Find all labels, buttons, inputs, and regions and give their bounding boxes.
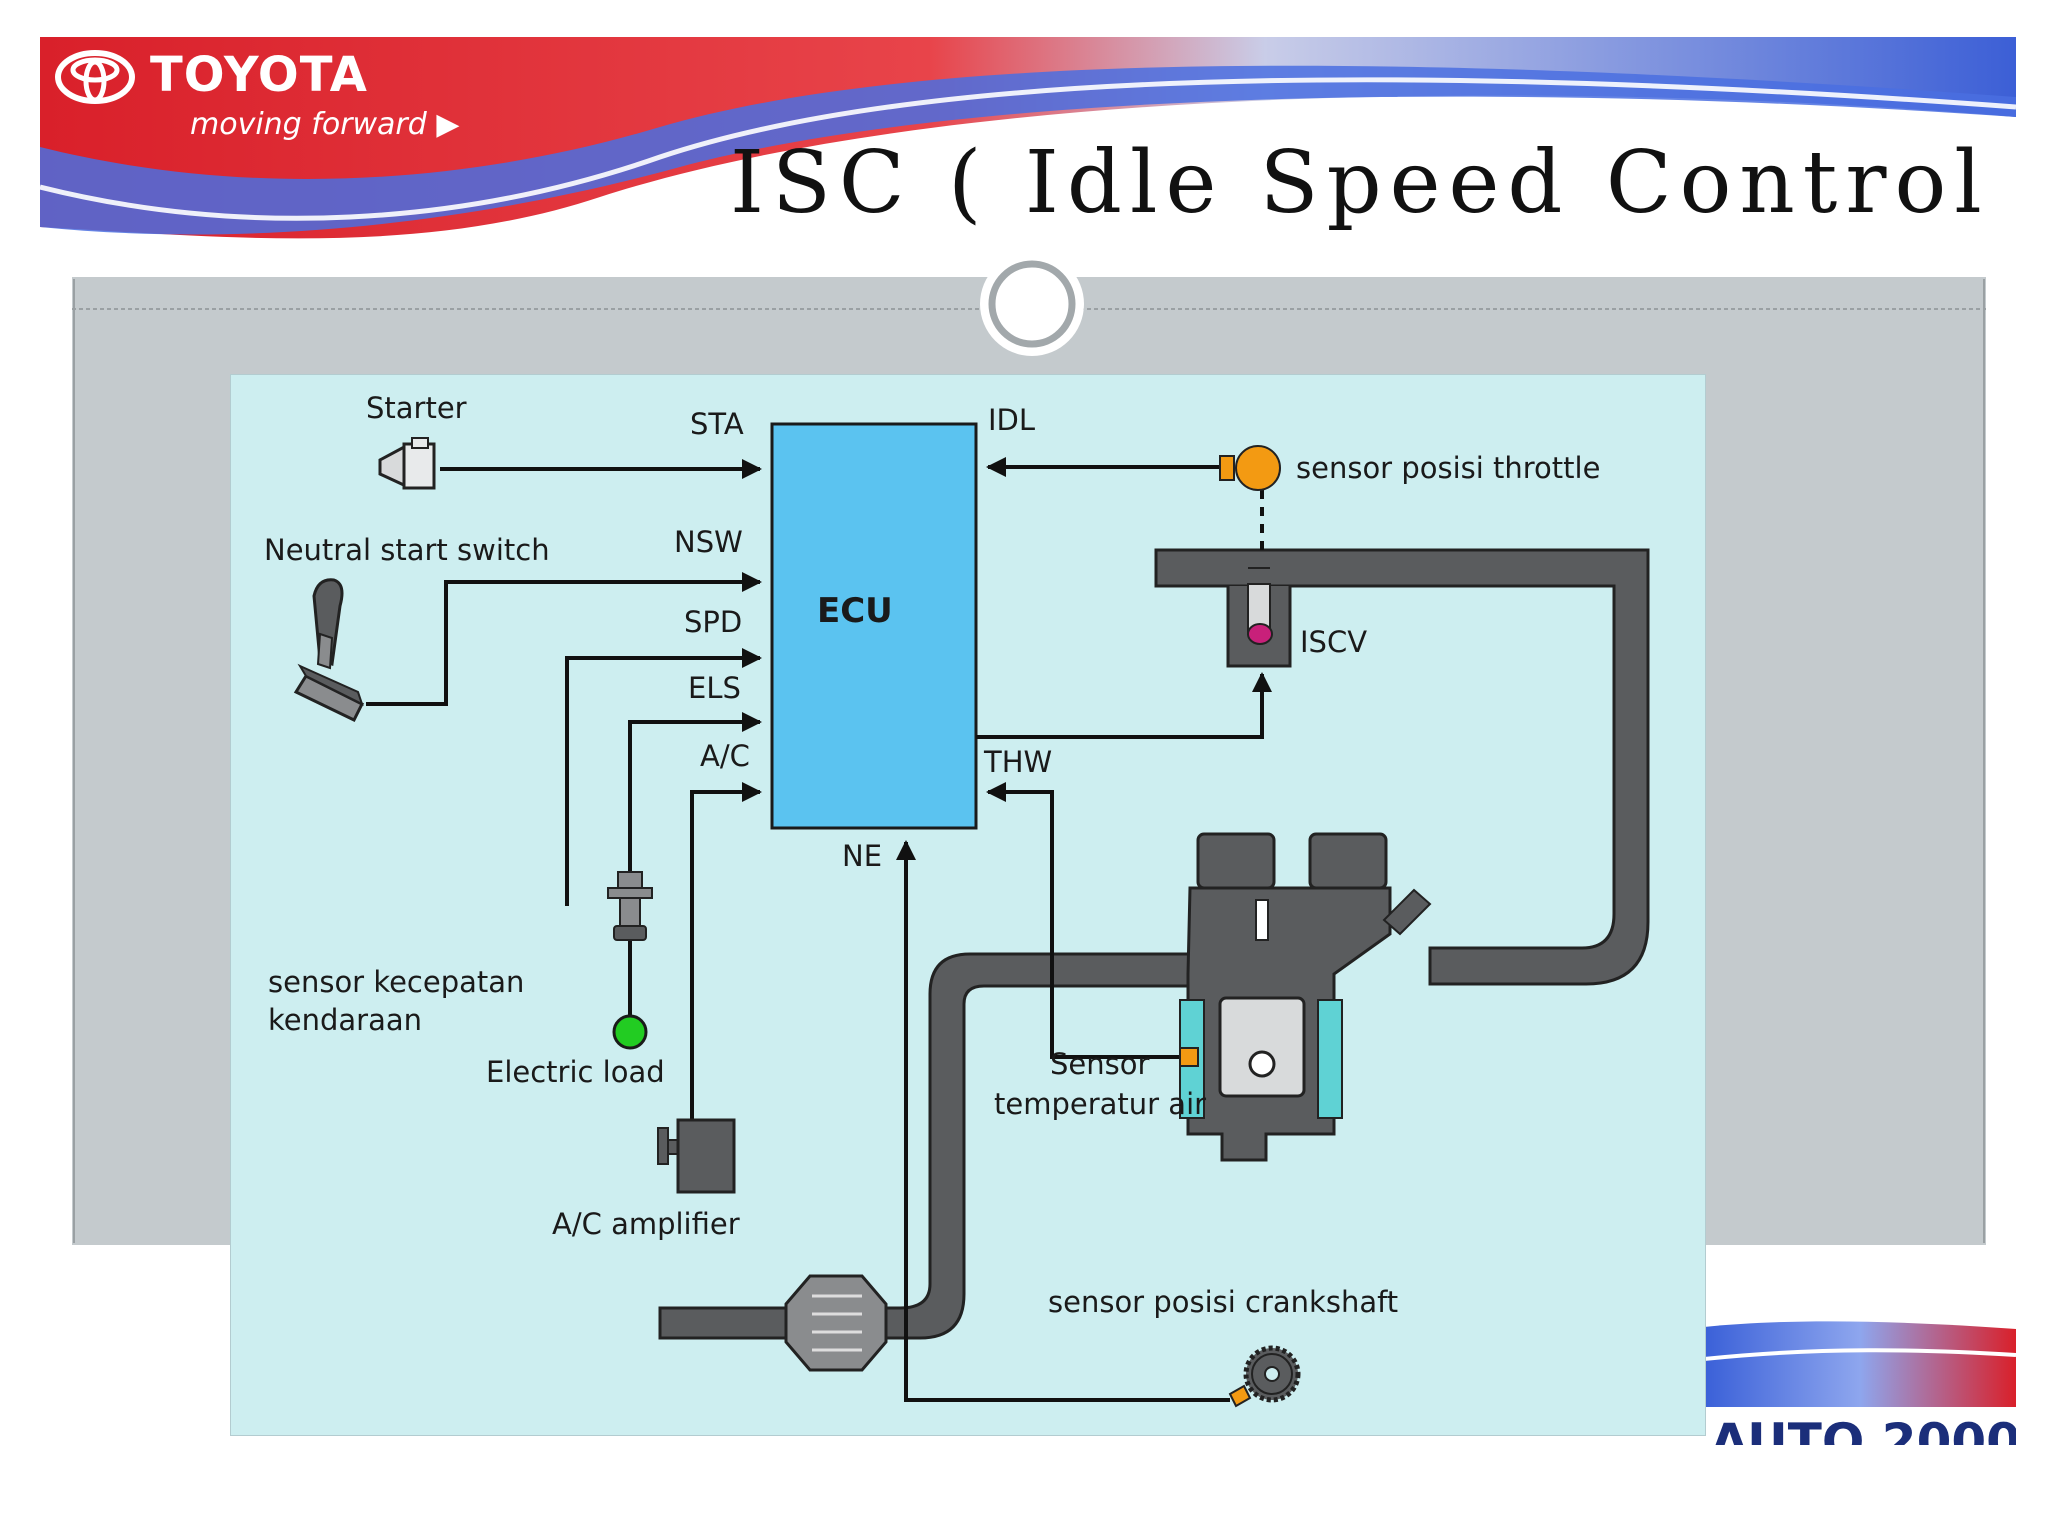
gear-shifter-icon: [293, 578, 365, 722]
label-iscv: ISCV: [1300, 625, 1367, 659]
label-electric-load: Electric load: [486, 1055, 665, 1089]
starter-icon: [378, 437, 436, 490]
toyota-logo-icon: [55, 50, 135, 104]
label-starter: Starter: [366, 391, 467, 425]
label-crankshaft-sensor: sensor posisi crankshaft: [1048, 1285, 1398, 1319]
port-idl: IDL: [988, 403, 1035, 437]
footer-logo: AUTO 2000: [1710, 1413, 2016, 1445]
label-ac-amplifier: A/C amplifier: [552, 1207, 740, 1241]
led-icon: [612, 1014, 648, 1050]
catalytic-converter-icon: [784, 1274, 888, 1372]
iscv-valve-icon: [1247, 567, 1273, 645]
port-nsw: NSW: [674, 525, 743, 559]
crank-gear-icon: [1228, 1345, 1301, 1408]
port-sta: STA: [690, 407, 744, 441]
brand-tagline: moving forward ▶: [190, 107, 460, 142]
label-water-temp-2: temperatur air: [994, 1087, 1206, 1121]
label-water-temp-1: Sensor: [1050, 1047, 1149, 1081]
port-spd: SPD: [684, 605, 742, 639]
ring-ornament: [980, 252, 1084, 356]
engine-icon: [1179, 832, 1432, 1162]
throttle-sensor-icon: [1219, 445, 1281, 491]
brand-name: TOYOTA: [150, 47, 368, 103]
ecu-label: ECU: [817, 591, 893, 631]
label-neutral-start-switch: Neutral start switch: [264, 533, 550, 567]
label-speed-sensor-2: kendaraan: [268, 1003, 422, 1037]
port-ne: NE: [842, 839, 882, 873]
slide-title: ISC ( Idle Speed Control ): [730, 133, 2016, 233]
label-throttle-sensor: sensor posisi throttle: [1296, 451, 1600, 485]
water-temp-sensor-icon: [1179, 1047, 1199, 1067]
ac-amplifier-icon: [657, 1118, 736, 1194]
label-speed-sensor-1: sensor kecepatan: [268, 965, 524, 999]
ecu-block: [770, 422, 978, 830]
port-ac: A/C: [700, 739, 750, 773]
port-els: ELS: [688, 671, 741, 705]
speed-sensor-icon: [607, 871, 653, 941]
isc-diagram: ECU: [230, 374, 1706, 1436]
port-thw: THW: [983, 745, 1052, 779]
